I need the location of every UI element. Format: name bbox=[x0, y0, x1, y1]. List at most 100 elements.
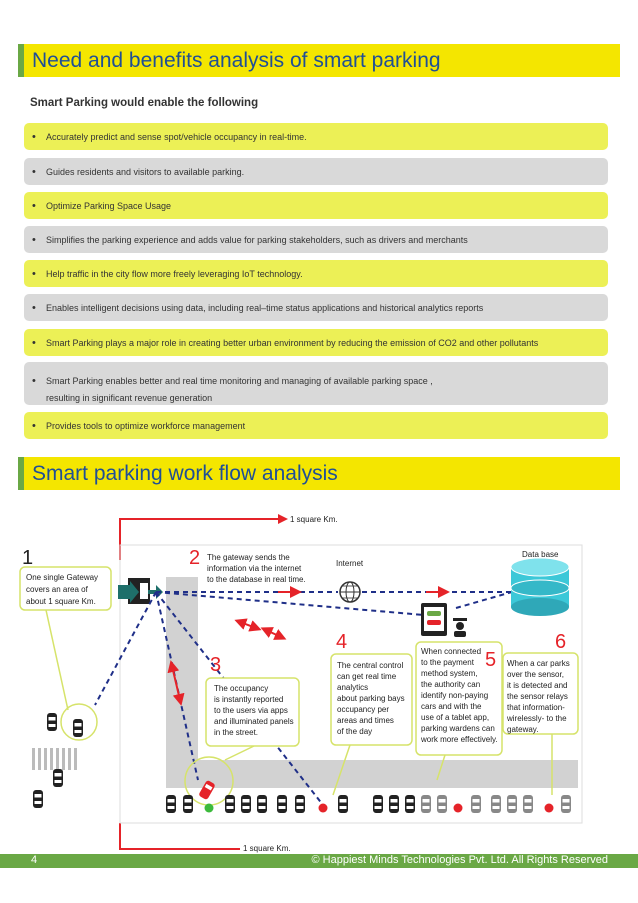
step-line: method system, bbox=[421, 669, 477, 678]
crosswalk bbox=[32, 748, 77, 770]
bottom-scale-label: 1 square Km. bbox=[243, 844, 291, 853]
database-label: Data base bbox=[522, 550, 559, 559]
step-number: 2 bbox=[189, 547, 200, 569]
bullet: • bbox=[32, 419, 36, 432]
car-icon bbox=[33, 790, 43, 808]
step-line: that information- bbox=[507, 703, 565, 712]
car-icon bbox=[295, 795, 305, 813]
database-icon bbox=[510, 557, 570, 616]
car-icon bbox=[277, 795, 287, 813]
car-icon bbox=[47, 713, 57, 731]
step-line: over the sensor, bbox=[507, 670, 564, 679]
step-line: to the users via apps bbox=[214, 706, 288, 715]
benefit-text: Accurately predict and sense spot/vehicl… bbox=[46, 131, 307, 142]
sensor-occupied-icon bbox=[318, 803, 328, 813]
step-line: One single Gateway bbox=[26, 573, 98, 582]
car-icon bbox=[471, 795, 481, 813]
bullet: • bbox=[32, 130, 36, 143]
benefit-text: Smart Parking enables better and real ti… bbox=[46, 376, 433, 386]
copyright: © Happiest Minds Technologies Pvt. Ltd. … bbox=[311, 854, 609, 866]
car-icon bbox=[338, 795, 348, 813]
car-icon bbox=[166, 795, 176, 813]
step-line: information via the internet bbox=[207, 564, 302, 573]
callout-boxes bbox=[19, 566, 579, 756]
car-icon bbox=[183, 795, 193, 813]
benefit-text: Help traffic in the city flow more freel… bbox=[46, 268, 303, 279]
step-line: When a car parks bbox=[507, 659, 570, 668]
benefit-item: • Help traffic in the city flow more free… bbox=[24, 260, 608, 287]
sensor-occupied-icon bbox=[453, 803, 463, 813]
step-number: 3 bbox=[210, 654, 221, 676]
step-line: about parking bays bbox=[337, 694, 405, 703]
benefit-item: •Optimize Parking Space Usage bbox=[24, 192, 608, 219]
step-line: to the payment bbox=[421, 658, 475, 667]
step-line: to the database in real time. bbox=[207, 575, 306, 584]
bullet: • bbox=[32, 336, 36, 349]
bullet: • bbox=[32, 375, 36, 387]
car-icon bbox=[241, 795, 251, 813]
step-line: parking wardens can bbox=[421, 724, 495, 733]
bullet: • bbox=[32, 267, 36, 280]
bullet: • bbox=[32, 233, 36, 246]
car-icon bbox=[373, 795, 383, 813]
parked-cars bbox=[33, 713, 571, 813]
step-line: cars and with the bbox=[421, 702, 482, 711]
section-title: Smart parking work flow analysis bbox=[32, 462, 338, 485]
step-line: covers an area of bbox=[26, 585, 89, 594]
step-line: gateway. bbox=[507, 725, 538, 734]
step-line: The gateway sends the bbox=[207, 553, 290, 562]
step-texts: One single Gateway covers an area of abo… bbox=[26, 553, 570, 744]
benefit-item: •Provides tools to optimize workforce ma… bbox=[24, 412, 608, 439]
step-line: analytics bbox=[337, 683, 368, 692]
tablet-icon bbox=[421, 603, 447, 636]
step-line: it is detected and bbox=[507, 681, 567, 690]
sensors bbox=[204, 803, 554, 813]
sensor-occupied-icon bbox=[544, 803, 554, 813]
step-line: identify non-paying bbox=[421, 691, 488, 700]
top-scale-label: 1 square Km. bbox=[290, 515, 338, 524]
flow-arrows bbox=[167, 586, 450, 706]
section-title: Need and benefits analysis of smart park… bbox=[32, 49, 441, 72]
section-header-workflow: Smart parking work flow analysis bbox=[18, 457, 620, 490]
step-line: areas and times bbox=[337, 716, 394, 725]
car-icon bbox=[53, 769, 63, 787]
step-line: wirelessly- to the bbox=[506, 714, 567, 723]
car-icon bbox=[405, 795, 415, 813]
footer: 4 © Happiest Minds Technologies Pvt. Ltd… bbox=[0, 854, 638, 868]
lead-text: Smart Parking would enable the following bbox=[30, 97, 259, 109]
car-icon bbox=[389, 795, 399, 813]
benefit-item: •Guides residents and visitors to availa… bbox=[24, 158, 608, 185]
benefit-item: • Smart Parking plays a major role in cre… bbox=[24, 329, 608, 356]
step-line: of the day bbox=[337, 727, 372, 736]
callout-pointers bbox=[45, 609, 553, 806]
diagram-frame bbox=[119, 544, 583, 824]
benefit-text: Smart Parking plays a major role in crea… bbox=[46, 337, 539, 348]
step-line: the authority can bbox=[421, 680, 480, 689]
step-line: use of a tablet app, bbox=[421, 713, 489, 722]
road-vertical bbox=[166, 577, 198, 777]
step-line: and illuminated panels bbox=[214, 717, 294, 726]
page-number: 4 bbox=[31, 854, 38, 866]
benefit-item: • Accurately predict and sense spot/vehic… bbox=[24, 123, 608, 150]
car-icon bbox=[437, 795, 447, 813]
car-icon bbox=[421, 795, 431, 813]
step-line: the sensor relays bbox=[507, 692, 568, 701]
car-icon bbox=[561, 795, 571, 813]
benefit-text: Enables intelligent decisions using data… bbox=[46, 302, 484, 313]
step-number: 6 bbox=[555, 631, 566, 653]
car-icon bbox=[225, 795, 235, 813]
step-line: The occupancy bbox=[214, 684, 268, 693]
step-number: 5 bbox=[485, 649, 496, 671]
step-number: 1 bbox=[22, 547, 33, 569]
road-horizontal bbox=[166, 760, 578, 788]
car-icon bbox=[523, 795, 533, 813]
benefit-item: • Smart Parking enables better and real t… bbox=[24, 362, 608, 405]
step-line: is instantly reported bbox=[214, 695, 283, 704]
step-line: about 1 square Km. bbox=[26, 597, 96, 606]
benefit-item: • Enables intelligent decisions using dat… bbox=[24, 294, 608, 321]
bullet: • bbox=[32, 301, 36, 314]
internet-label: Internet bbox=[336, 559, 364, 568]
step-line: can get real time bbox=[337, 672, 397, 681]
step-line: in the street. bbox=[214, 728, 258, 737]
